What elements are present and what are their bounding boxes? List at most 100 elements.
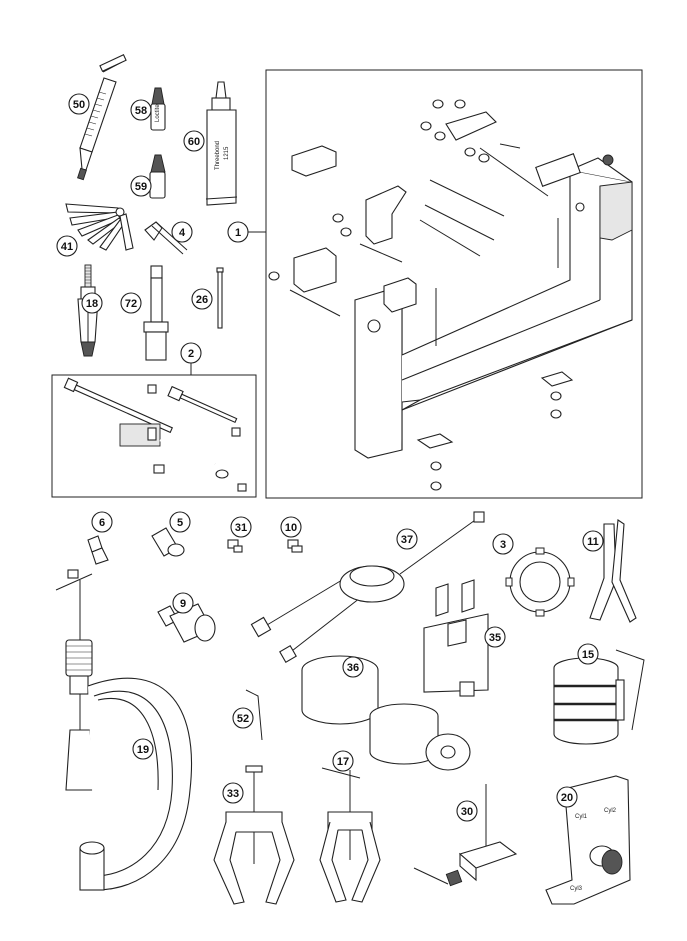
svg-text:Loctite: Loctite (155, 104, 161, 122)
callout-circle (56, 235, 78, 257)
callout-37: 37 (396, 528, 418, 550)
callout-number: 59 (135, 181, 147, 193)
callout-circle (396, 528, 418, 550)
tool-50-syringe (77, 54, 127, 181)
tool-26-pin (216, 267, 224, 329)
callout-circle (556, 786, 578, 808)
callout-circle (577, 643, 599, 665)
callout-circle (169, 511, 191, 533)
tool-72-socket (143, 265, 169, 361)
callout-10: 10 (280, 516, 302, 538)
tool-11-circlip-pliers (589, 519, 637, 623)
callout-4: 4 (171, 221, 193, 243)
callout-circle (582, 530, 604, 552)
callout-11: 11 (582, 530, 604, 552)
callout-6: 6 (91, 511, 113, 533)
callout-number: 31 (235, 522, 247, 534)
tool-2-frame (51, 374, 257, 498)
callout-number: 6 (99, 517, 105, 529)
tool-31-bolt (227, 539, 243, 553)
plate-text-cyl3: Cyl3 (570, 886, 583, 892)
callout-26: 26 (191, 288, 213, 310)
callout-number: 15 (582, 649, 594, 661)
callout-60: 60 (183, 130, 205, 152)
callout-1: 1 (227, 221, 249, 243)
callout-number: 52 (237, 713, 249, 725)
callout-number: 1 (235, 227, 241, 239)
tool-17-three-jaw-puller (319, 767, 381, 903)
callout-circle (91, 511, 113, 533)
tool-60-threebond-tube: Threebond 1215 (205, 81, 238, 206)
callout-number: 33 (227, 788, 239, 800)
callout-circle (227, 221, 249, 243)
tool-5-adapter (151, 527, 185, 557)
callout-36: 36 (342, 656, 364, 678)
callout-number: 5 (177, 517, 183, 529)
callout-number: 72 (125, 298, 137, 310)
callout-52: 52 (232, 707, 254, 729)
callout-19: 19 (132, 738, 154, 760)
callout-circle (191, 288, 213, 310)
plate-text-cyl2: Cyl2 (604, 808, 617, 814)
callout-number: 11 (587, 536, 599, 548)
callout-number: 26 (196, 294, 208, 306)
callout-number: 58 (135, 105, 147, 117)
callout-number: 41 (61, 241, 73, 253)
tool-4-pin-wrench (144, 221, 188, 255)
tool-10-bolt (287, 539, 303, 553)
callout-circle (130, 99, 152, 121)
callout-circle (183, 130, 205, 152)
tool-52-hex-key (245, 689, 263, 741)
plate-text-cyl1: Cyl1 (575, 814, 588, 820)
tool-30-chain-tool (413, 784, 518, 887)
callout-15: 15 (577, 643, 599, 665)
callout-circle (332, 750, 354, 772)
callout-33: 33 (222, 782, 244, 804)
callout-41: 41 (56, 235, 78, 257)
callout-17: 17 (332, 750, 354, 772)
tube-text-brand: Threebond (215, 141, 221, 170)
callout-number: 3 (500, 539, 506, 551)
callout-72: 72 (120, 292, 142, 314)
engine-stand-frame (265, 69, 643, 499)
callout-number: 50 (73, 99, 85, 111)
callout-30: 30 (456, 800, 478, 822)
tool-33-two-jaw-puller (213, 765, 295, 905)
callout-circle (342, 656, 364, 678)
tool-3-clutch-ring (505, 547, 575, 617)
callout-circle (456, 800, 478, 822)
tool-19-valve-spring-compressor (55, 569, 192, 891)
callout-circle (120, 292, 142, 314)
tool-15-ring-compressor (553, 649, 645, 745)
callout-2: 2 (180, 342, 202, 364)
callout-9: 9 (172, 592, 194, 614)
callout-circle (232, 707, 254, 729)
callout-18: 18 (81, 292, 103, 314)
callout-number: 17 (337, 756, 349, 768)
callout-circle (230, 516, 252, 538)
callout-58: 58 (130, 99, 152, 121)
callout-circle (280, 516, 302, 538)
tool-59-loctite-bottle (149, 154, 166, 199)
callout-circle (132, 738, 154, 760)
callout-number: 30 (461, 806, 473, 818)
callout-20: 20 (556, 786, 578, 808)
tube-text-code: 1215 (224, 146, 230, 160)
callout-number: 19 (137, 744, 149, 756)
callout-number: 18 (86, 298, 98, 310)
callout-number: 35 (489, 632, 501, 644)
tool-58-loctite-bottle: Loctite (150, 87, 166, 131)
callout-circle (180, 342, 202, 364)
callout-number: 2 (188, 348, 194, 360)
tool-35-holder-plate (423, 579, 489, 697)
callout-number: 60 (188, 136, 200, 148)
callout-5: 5 (169, 511, 191, 533)
callout-number: 10 (285, 522, 297, 534)
callout-number: 4 (179, 227, 186, 239)
callout-number: 9 (180, 598, 186, 610)
tool-6-taper-sleeve (87, 535, 109, 565)
callout-circle (222, 782, 244, 804)
tool-2-bolt-kit (63, 377, 247, 492)
